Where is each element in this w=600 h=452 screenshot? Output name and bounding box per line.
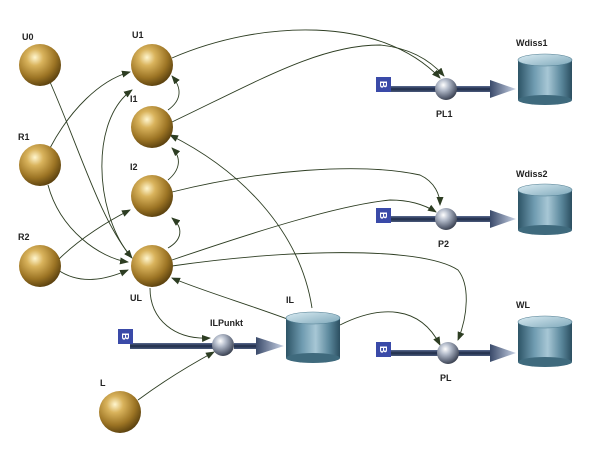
link-il-pl: [339, 311, 441, 346]
label-ul: UL: [130, 293, 142, 303]
source-badges: B B B B: [118, 77, 391, 357]
label-l: L: [100, 378, 106, 388]
stock-wl[interactable]: [517, 315, 573, 367]
stock-il[interactable]: [285, 311, 341, 363]
flow-pipe-pl1-in: [388, 86, 438, 92]
label-wdiss1: Wdiss1: [516, 38, 548, 48]
link-r2-ul: [57, 269, 129, 280]
link-i1-pl1: [171, 44, 445, 123]
label-wl: WL: [516, 300, 530, 310]
node-pl[interactable]: [437, 342, 459, 364]
label-pl1: PL1: [436, 109, 453, 119]
link-ul-ilpunkt: [149, 287, 211, 342]
flow-pipe-p2-in: [388, 216, 438, 222]
node-u0[interactable]: [19, 44, 61, 86]
source-badge-ilpunkt[interactable]: B: [118, 329, 133, 344]
link-i1-u1: [167, 75, 180, 111]
link-ul-p2: [171, 199, 437, 261]
node-pl1[interactable]: [435, 78, 457, 100]
link-l-ilpunkt: [137, 351, 215, 401]
link-u1-pl1: [171, 29, 441, 79]
link-ul-u1: [101, 89, 133, 254]
link-i2-p2: [171, 168, 444, 206]
link-il-ul: [171, 277, 291, 321]
link-i2-i1: [167, 147, 181, 181]
flow-pipe-pl1-out: [456, 86, 492, 92]
flow-arrowhead-wdiss1: [490, 80, 516, 98]
source-badge-ilpunkt-label: B: [119, 333, 130, 340]
link-ul-i2: [167, 217, 181, 249]
flow-arrowhead-wl: [490, 344, 516, 362]
flow-arrowhead-wdiss2: [490, 210, 516, 228]
node-ul[interactable]: [131, 245, 173, 287]
flow-pipe-ilpunkt-in: [130, 343, 215, 349]
link-ul-pl: [171, 252, 467, 341]
node-i2[interactable]: [131, 175, 173, 217]
node-r2[interactable]: [19, 245, 61, 287]
node-l[interactable]: [99, 391, 141, 433]
flow-pipe-ilpunkt-out: [234, 343, 258, 349]
flow-pipe-pl-out: [458, 350, 492, 356]
label-pl: PL: [440, 373, 452, 383]
source-badge-p2[interactable]: B: [376, 208, 391, 223]
flow-arrowhead-il: [256, 337, 284, 355]
source-badge-pl1[interactable]: B: [376, 77, 391, 92]
source-badge-pl1-label: B: [377, 81, 388, 88]
stock-wdiss2[interactable]: [517, 183, 573, 235]
node-u1[interactable]: [131, 44, 173, 86]
label-i2: I2: [130, 162, 138, 172]
link-r2-i2: [57, 209, 131, 261]
label-wdiss2: Wdiss2: [516, 169, 548, 179]
link-u0-ul: [49, 81, 133, 259]
stock-wdiss1[interactable]: [517, 53, 573, 105]
label-r1: R1: [18, 132, 30, 142]
node-r1[interactable]: [19, 144, 61, 186]
label-u0: U0: [22, 32, 34, 42]
flow-pipe-p2-out: [456, 216, 492, 222]
source-badge-pl[interactable]: B: [376, 342, 391, 357]
flows: [130, 80, 516, 362]
link-il-i1: [169, 134, 313, 309]
label-il: IL: [286, 295, 295, 305]
flow-pipe-pl-in: [388, 350, 438, 356]
auxiliary-nodes: [19, 44, 173, 433]
stocks: [285, 53, 573, 367]
label-i1: I1: [130, 94, 138, 104]
rate-nodes: [212, 78, 459, 364]
links: [47, 29, 467, 401]
source-badge-pl-label: B: [377, 346, 388, 353]
source-badge-p2-label: B: [377, 212, 388, 219]
node-p2[interactable]: [435, 208, 457, 230]
link-r1-u1: [49, 70, 131, 149]
label-ilpunkt: ILPunkt: [210, 318, 243, 328]
link-r1-ul: [47, 184, 129, 265]
node-labels: U0 U1 R1 I1 I2 R2 UL L ILPunkt IL PL1 P2…: [18, 30, 548, 388]
label-u1: U1: [132, 30, 144, 40]
node-ilpunkt[interactable]: [212, 334, 234, 356]
label-r2: R2: [18, 232, 30, 242]
label-p2: P2: [438, 239, 449, 249]
node-i1[interactable]: [131, 106, 173, 148]
